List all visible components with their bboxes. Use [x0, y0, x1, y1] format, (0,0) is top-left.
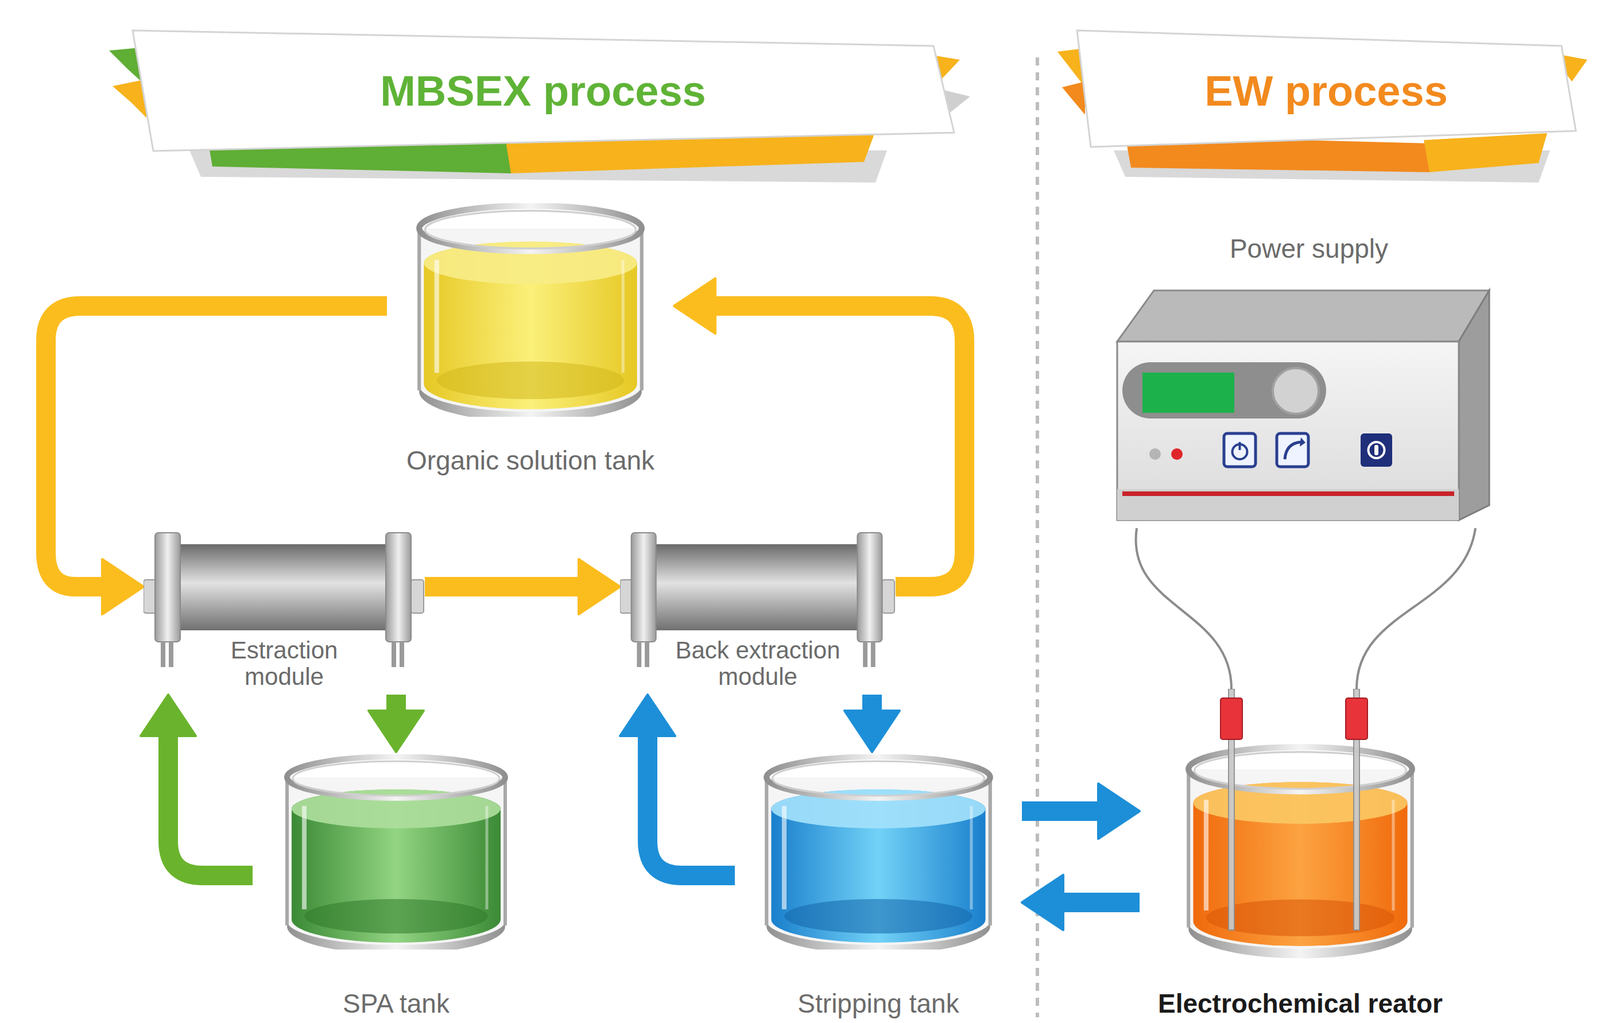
- connector-line: [647, 733, 735, 876]
- arrow-head: [673, 278, 716, 334]
- tank-drawing: [413, 203, 648, 417]
- label-holder: Organic solution tank: [386, 446, 674, 476]
- label-holder: Electrochemical reator: [1139, 989, 1462, 1019]
- connector-line: [168, 733, 253, 876]
- illustration: [1113, 229, 1505, 531]
- connector-line: [1021, 801, 1101, 821]
- connector-line: [1135, 528, 1232, 689]
- section-heading: MBSEX process: [380, 66, 707, 116]
- reactor-drawing: [1139, 688, 1462, 959]
- equipment-label: Electrochemical reator: [1157, 989, 1443, 1019]
- label-holder: Stripping tank: [734, 989, 1022, 1019]
- power-supply: Power supply: [1113, 229, 1505, 529]
- arrow-head: [1021, 874, 1064, 931]
- equipment-label: Power supply: [1229, 234, 1389, 264]
- flow-pipe: [844, 694, 900, 753]
- label-holder: Power supply: [1113, 234, 1505, 264]
- power-supply-drawing: [1113, 229, 1505, 529]
- arrow-head: [844, 710, 900, 753]
- tank-drawing: [760, 754, 997, 950]
- section-heading: EW process: [1204, 66, 1448, 116]
- banner-ribbon: [109, 30, 971, 183]
- electrochemical-reactor: Electrochemical reator: [1139, 688, 1462, 1021]
- connector-line: [1060, 892, 1140, 913]
- flow-pipe: [368, 694, 424, 753]
- flow-pipe: [1021, 874, 1140, 931]
- flow-pipe: [140, 694, 253, 876]
- stripping-tank: Stripping tank: [734, 752, 1022, 1021]
- banner-ribbon: [1057, 30, 1588, 183]
- arrow-head: [102, 559, 144, 615]
- flow-pipe: [1021, 783, 1140, 839]
- module-label: Estraction module: [192, 637, 377, 691]
- illustration: [281, 754, 511, 952]
- power-wire: [1135, 528, 1232, 689]
- illustration: [760, 754, 997, 952]
- connector-line: [424, 576, 581, 597]
- arrow-head: [1098, 783, 1140, 839]
- organic-tank: Organic solution tank: [386, 202, 674, 478]
- extraction-module: Estraction module: [143, 528, 425, 695]
- label-holder: SPA tank: [252, 989, 540, 1019]
- back-extraction-module: Back extraction module: [620, 528, 896, 695]
- equipment-label: Organic solution tank: [406, 446, 655, 476]
- tank-drawing: [281, 754, 511, 950]
- label-holder: Back extraction module: [620, 637, 896, 691]
- power-wire: [1356, 528, 1476, 689]
- flow-pipe: [673, 278, 965, 587]
- illustration: [1139, 688, 1462, 962]
- flow-pipe: [424, 559, 621, 615]
- arrow-head: [368, 710, 424, 753]
- connector-line: [1356, 528, 1476, 689]
- arrow-head: [140, 694, 196, 736]
- spa-tank: SPA tank: [252, 752, 540, 1021]
- divider-line: [1035, 57, 1040, 1018]
- flow-pipe: [620, 694, 735, 876]
- equipment-label: Stripping tank: [797, 989, 959, 1019]
- equipment-label: SPA tank: [342, 989, 450, 1019]
- arrow-head: [578, 559, 621, 615]
- module-label: Back extraction module: [651, 637, 865, 691]
- label-holder: Estraction module: [143, 637, 425, 691]
- illustration: [413, 203, 648, 420]
- arrow-head: [620, 694, 676, 736]
